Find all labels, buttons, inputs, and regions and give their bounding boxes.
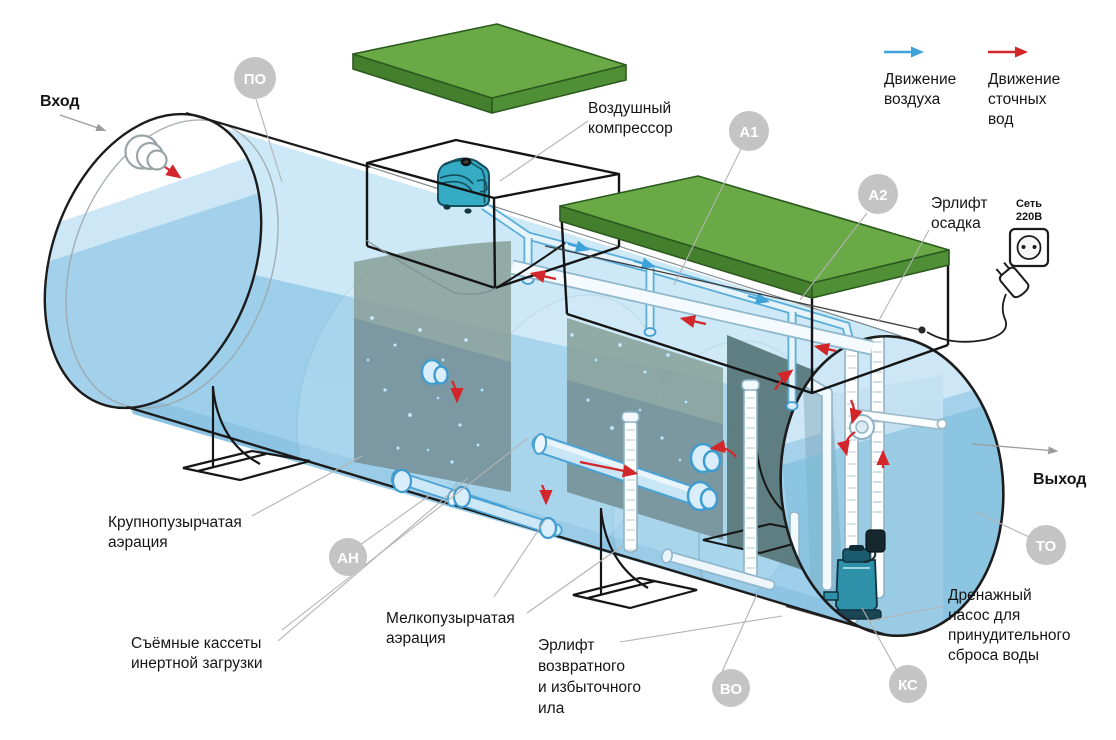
svg-text:ВО: ВО (720, 681, 742, 698)
svg-text:сброса воды: сброса воды (948, 647, 1039, 664)
svg-text:принудительного: принудительного (948, 627, 1070, 644)
svg-text:сточных: сточных (988, 91, 1047, 108)
svg-text:Сеть: Сеть (1016, 198, 1042, 210)
svg-text:Выход: Выход (1033, 471, 1086, 488)
svg-text:ТО: ТО (1036, 538, 1057, 555)
svg-text:Вход: Вход (40, 93, 80, 110)
svg-text:КС: КС (898, 677, 918, 694)
svg-text:вод: вод (988, 111, 1013, 128)
svg-text:ПО: ПО (244, 71, 267, 88)
svg-text:Эрлифт: Эрлифт (931, 195, 987, 212)
svg-text:Крупнопузырчатая: Крупнопузырчатая (108, 514, 242, 531)
svg-text:Мелкопузырчатая: Мелкопузырчатая (386, 610, 515, 627)
svg-text:аэрация: аэрация (108, 534, 168, 551)
svg-text:А1: А1 (739, 124, 758, 141)
svg-text:инертной загрузки: инертной загрузки (131, 655, 263, 672)
svg-text:компрессор: компрессор (588, 120, 673, 137)
svg-text:220В: 220В (1016, 211, 1042, 223)
svg-text:осадка: осадка (931, 215, 981, 232)
svg-text:Съёмные кассеты: Съёмные кассеты (131, 635, 261, 652)
svg-text:возвратного: возвратного (538, 658, 625, 675)
svg-text:насос для: насос для (948, 607, 1020, 624)
svg-text:Эрлифт: Эрлифт (538, 637, 594, 654)
svg-text:Движение: Движение (884, 71, 956, 88)
svg-text:АН: АН (337, 550, 359, 567)
svg-text:А2: А2 (868, 187, 887, 204)
svg-text:Движение: Движение (988, 71, 1060, 88)
svg-text:Дренажный: Дренажный (948, 587, 1032, 604)
svg-text:ила: ила (538, 700, 565, 717)
svg-text:и избыточного: и избыточного (538, 679, 641, 696)
svg-text:воздуха: воздуха (884, 91, 941, 108)
svg-text:Воздушный: Воздушный (588, 100, 671, 117)
svg-text:аэрация: аэрация (386, 630, 446, 647)
